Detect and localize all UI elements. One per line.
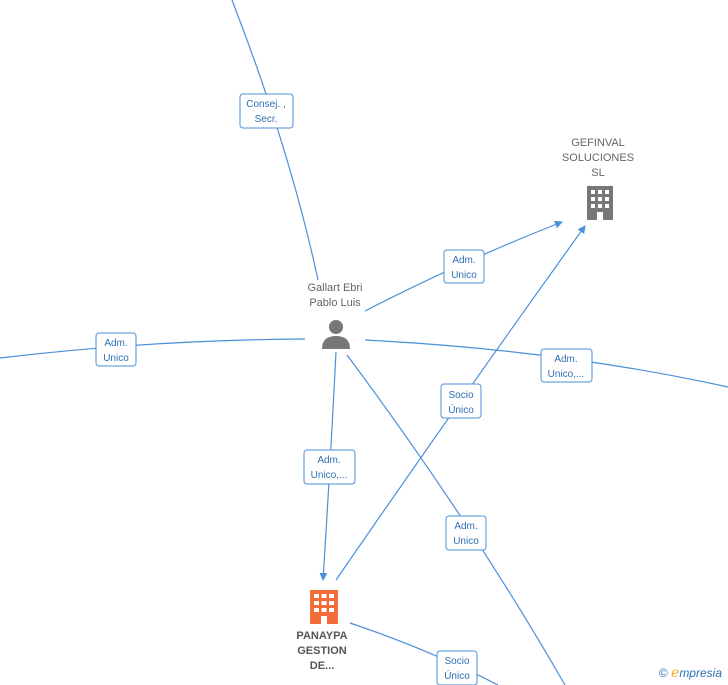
edge-label-socio-panaypa-gefinval-line2: Único — [448, 403, 474, 416]
edge-label-socio-bottom-line2: Único — [444, 669, 470, 682]
edge-label-adm-left-line1: Adm. — [104, 338, 127, 349]
empresia-logo-initial: e — [671, 665, 680, 681]
edge-label-adm-lower[interactable]: Adm. Unico — [445, 515, 487, 551]
copyright-symbol: © — [658, 666, 668, 680]
node-gallart-label-line2: Pablo Luis — [309, 297, 361, 309]
edge-label-adm-panaypa-line1: Adm. — [317, 455, 340, 466]
node-gallart-label-line1: Gallart Ebri — [307, 282, 362, 294]
edge-label-adm-right[interactable]: Adm. Unico,... — [540, 348, 593, 383]
edge-label-consej-line1: Consej. , — [246, 99, 285, 110]
edge-label-adm-lower-line2: Unico — [453, 536, 479, 547]
edge-socio-bottom — [349, 622, 499, 685]
node-panaypa-label-line2: GESTION — [297, 645, 347, 657]
empresia-logo-text: mpresia — [679, 666, 722, 680]
edge-label-adm-right-line2: Unico,... — [548, 369, 585, 380]
edge-label-socio-bottom-line1: Socio — [444, 656, 469, 667]
edge-label-adm-right-line1: Adm. — [554, 354, 577, 365]
node-gefinval[interactable]: GEFINVAL SOLUCIONES SL — [562, 137, 634, 220]
edge-label-adm-panaypa-line2: Unico,... — [311, 470, 348, 481]
edge-label-adm-lower-line1: Adm. — [454, 521, 477, 532]
edge-label-adm-left[interactable]: Adm. Unico — [95, 332, 137, 367]
node-panaypa-label-line1: PANAYPA — [296, 630, 347, 642]
node-gallart[interactable]: Gallart Ebri Pablo Luis — [307, 282, 363, 349]
person-icon — [322, 320, 350, 349]
node-panaypa-label-line3: DE... — [310, 660, 334, 672]
edge-label-adm-left-line2: Unico — [103, 353, 129, 364]
edge-consej — [231, 0, 319, 281]
building-icon — [587, 186, 613, 220]
node-gefinval-label-line1: GEFINVAL — [571, 137, 625, 149]
building-icon — [310, 590, 338, 624]
edge-label-adm-panaypa[interactable]: Adm. Unico,... — [303, 449, 356, 485]
edge-adm-left — [0, 338, 306, 359]
edge-label-adm-gefinval-line1: Adm. — [452, 255, 475, 266]
edge-label-consej[interactable]: Consej. , Secr. — [239, 93, 294, 129]
edge-label-adm-gefinval[interactable]: Adm. Unico — [443, 249, 485, 284]
footer-brand: © empresia — [659, 665, 722, 681]
edge-label-socio-bottom[interactable]: Socio Único — [436, 650, 478, 685]
node-panaypa[interactable]: PANAYPA GESTION DE... — [296, 590, 348, 672]
node-gefinval-label-line2: SOLUCIONES — [562, 152, 634, 164]
edge-label-socio-panaypa-gefinval[interactable]: Socio Único — [440, 383, 482, 419]
edge-label-consej-line2: Secr. — [255, 114, 278, 125]
node-gefinval-label-line3: SL — [591, 167, 604, 179]
edge-label-adm-gefinval-line2: Unico — [451, 270, 477, 281]
edge-label-socio-panaypa-gefinval-line1: Socio — [448, 390, 473, 401]
